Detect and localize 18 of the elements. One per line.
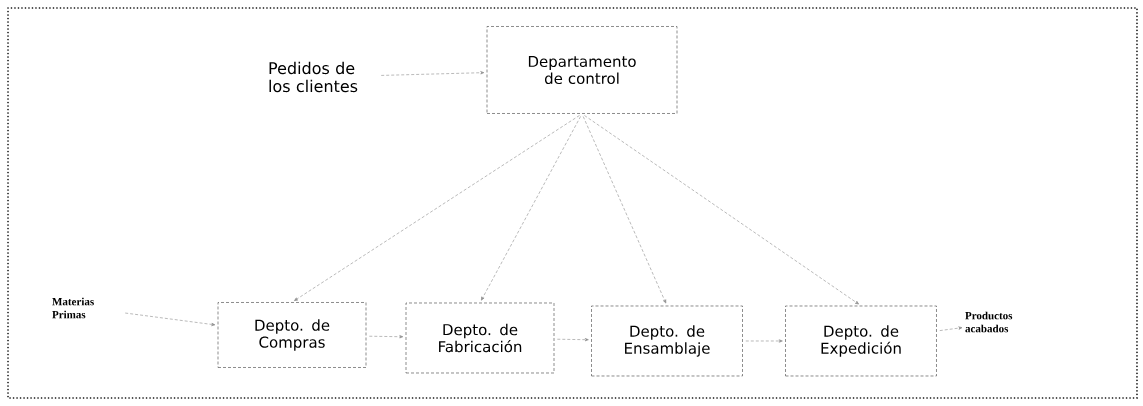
- flow-label: Materias Primas: [52, 297, 94, 319]
- process-box: Depto. de Compras: [217, 302, 367, 368]
- arrow: [557, 338, 589, 342]
- arrow: [369, 335, 404, 339]
- process-box: Depto. de Ensamblaje: [591, 305, 743, 377]
- arrow: [294, 115, 580, 301]
- arrow: [582, 116, 667, 304]
- arrow: [939, 326, 963, 331]
- arrow: [745, 339, 783, 343]
- flow-label: Pedidos de los clientes: [269, 61, 358, 93]
- process-box: Depto. de Fabricación: [405, 302, 555, 374]
- arrow: [584, 115, 859, 305]
- flow-label: Productos acabados: [965, 311, 1013, 333]
- arrow: [380, 71, 485, 76]
- arrow: [481, 116, 581, 301]
- process-box: Departamento de control: [486, 26, 678, 114]
- process-box: Depto. de Expedición: [785, 305, 937, 377]
- arrow: [124, 312, 216, 327]
